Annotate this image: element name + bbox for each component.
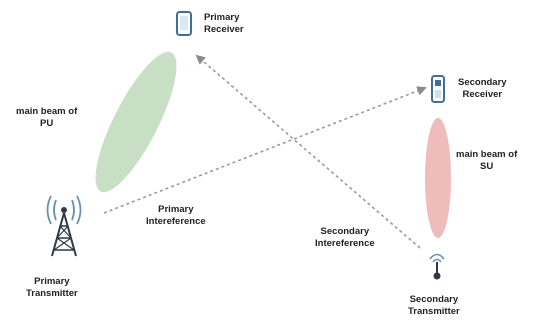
mobile-phone-icon <box>431 75 445 103</box>
primary-interference-label: Primary Intereference <box>146 204 206 227</box>
secondary-transmitter-label: Secondary Transmitter <box>408 294 460 317</box>
pu-main-beam-label: main beam of PU <box>16 106 78 129</box>
secondary-interference-arrow <box>195 54 421 249</box>
antenna-icon <box>429 253 445 280</box>
su-main-beam-label: main beam of SU <box>456 149 518 172</box>
secondary-interference-label: Secondary Intereference <box>315 226 375 249</box>
pu-main-beam <box>95 51 177 193</box>
cell-tower-icon <box>46 195 82 257</box>
secondary-receiver-label: Secondary Receiver <box>458 77 507 100</box>
primary-transmitter-label: Primary Transmitter <box>26 276 78 299</box>
su-main-beam <box>425 118 451 238</box>
smartphone-icon <box>176 11 192 36</box>
primary-receiver-label: Primary Receiver <box>204 12 244 35</box>
